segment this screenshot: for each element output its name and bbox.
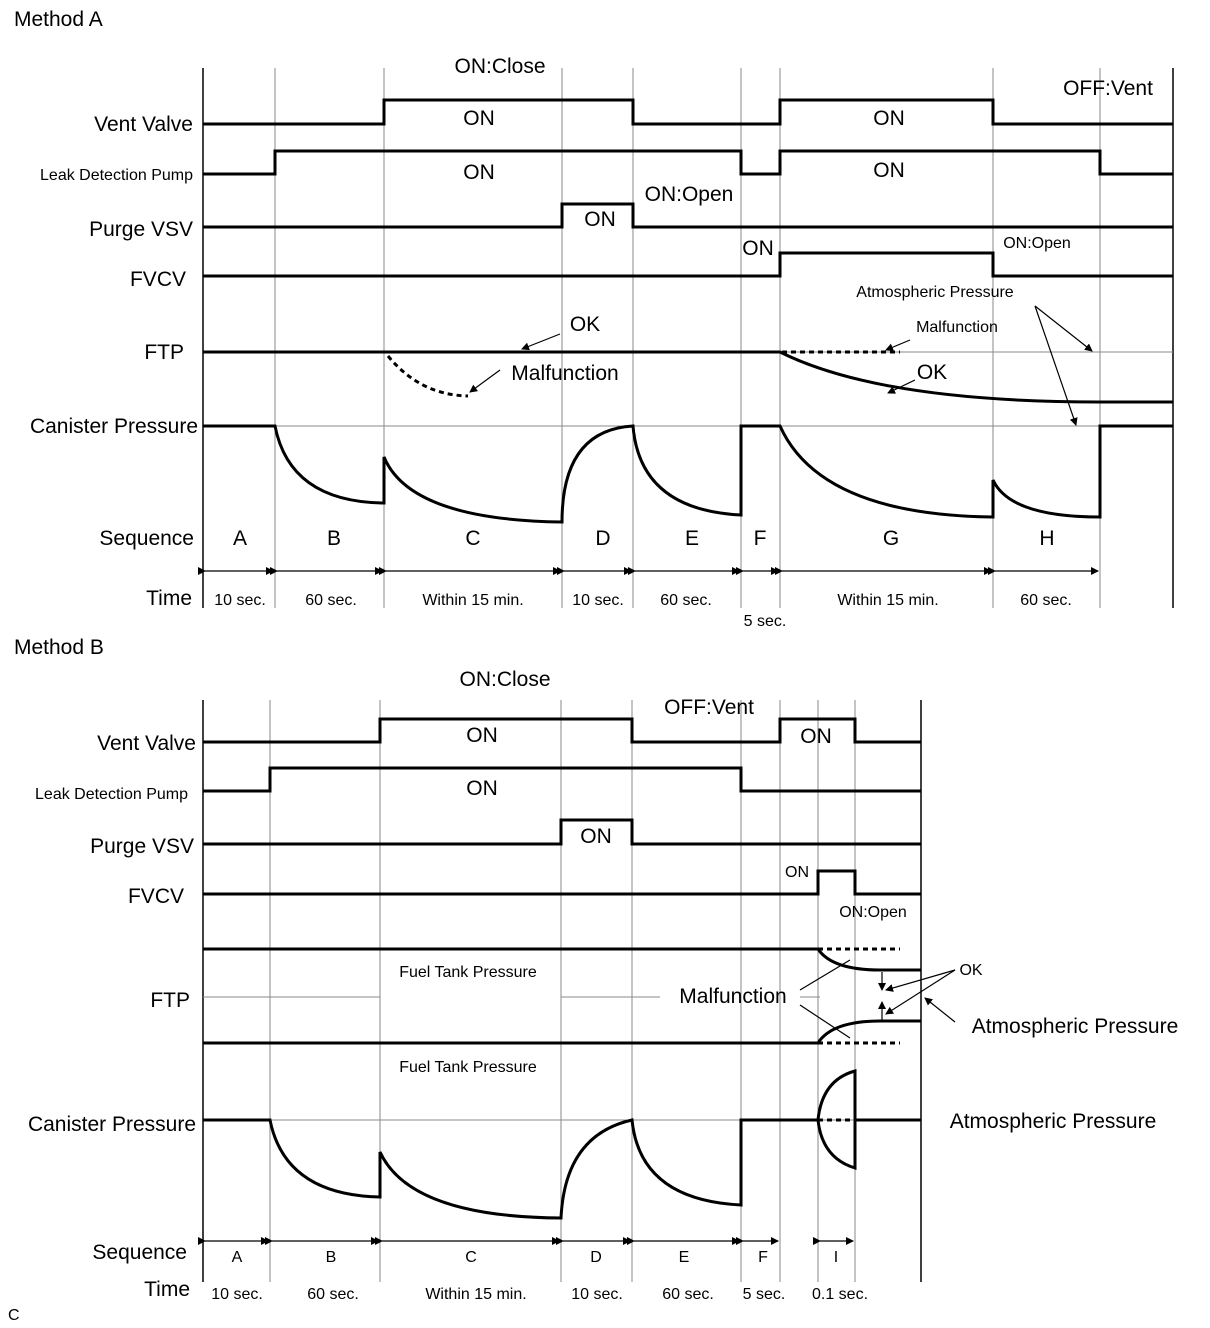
method-b-atmospheric-pressure-ftp-label: Atmospheric Pressure	[972, 1015, 1179, 1038]
method-a-malfunction-label-c: Malfunction	[511, 362, 618, 385]
method-b-label-vent-valve: Vent Valve	[97, 732, 196, 755]
method-b-fuel-tank-pressure-upper: Fuel Tank Pressure	[399, 964, 537, 981]
method-a-seq-b: B	[327, 527, 341, 550]
method-a-purge-vsv-signal	[203, 202, 1173, 229]
method-b-time-b: 60 sec.	[307, 1286, 359, 1303]
method-a-seq-a: A	[233, 527, 247, 550]
method-a-ok-label-c: OK	[570, 313, 600, 336]
method-b-ftp-lower-trace	[203, 1019, 921, 1045]
method-b-on-close-label: ON:Close	[459, 668, 550, 691]
method-b-fuel-tank-pressure-lower: Fuel Tank Pressure	[399, 1059, 537, 1076]
method-b-vent-valve-signal	[203, 717, 921, 744]
method-b-fvcv-on-open-label: ON:Open	[839, 904, 907, 921]
method-a-time-b: 60 sec.	[305, 592, 357, 609]
method-b-seq-f: F	[758, 1249, 768, 1266]
method-a-time-h: 60 sec.	[1020, 592, 1072, 609]
method-b-pump-on: ON	[466, 777, 498, 800]
method-b-seq-i: I	[834, 1249, 838, 1266]
method-a-malfunction-label-g: Malfunction	[916, 319, 998, 336]
method-b-seq-c: C	[465, 1249, 477, 1266]
method-b-label-ftp: FTP	[150, 989, 190, 1012]
method-a-seq-e: E	[685, 527, 699, 550]
method-b-off-vent-label: OFF:Vent	[664, 696, 754, 719]
method-b-purge-vsv-on: ON	[580, 825, 612, 848]
method-b-time-f: 5 sec.	[743, 1286, 786, 1303]
method-b-fvcv-on: ON	[785, 864, 809, 881]
method-a-label-ftp: FTP	[144, 341, 184, 364]
method-b-time-c: Within 15 min.	[425, 1286, 526, 1303]
method-b-time-d: 10 sec.	[571, 1286, 623, 1303]
method-a-atmospheric-pressure-label: Atmospheric Pressure	[856, 284, 1013, 301]
method-b-seq-a: A	[232, 1249, 243, 1266]
method-b-label-time: Time	[144, 1278, 190, 1301]
method-a-time-a: 10 sec.	[214, 592, 266, 609]
method-a-vent-valve-on-2: ON	[873, 107, 905, 130]
method-a-fvcv-signal	[203, 251, 1173, 278]
method-a-label-fvcv: FVCV	[130, 268, 186, 291]
method-b-title: Method B	[14, 636, 104, 659]
method-a-time-f: 5 sec.	[744, 613, 787, 630]
method-a-vent-valve-on-1: ON	[463, 107, 495, 130]
method-a-label-time: Time	[146, 587, 192, 610]
method-b-time-e: 60 sec.	[662, 1286, 714, 1303]
method-a-label-vent-valve: Vent Valve	[94, 113, 193, 136]
method-a-label-leak-detection-pump: Leak Detection Pump	[40, 167, 193, 184]
method-a-ok-label-g: OK	[917, 361, 947, 384]
method-a-seq-c: C	[465, 527, 480, 550]
method-a-label-sequence: Sequence	[99, 527, 194, 550]
method-b-label-sequence: Sequence	[92, 1241, 187, 1264]
method-b-annotation-arrows	[799, 959, 956, 1039]
method-b-diagram: Method B Vent Valve Leak Detection Pump …	[14, 636, 1178, 1303]
method-b-purge-vsv-signal	[203, 818, 921, 846]
method-b-canister-pressure-signal	[203, 1118, 921, 1220]
method-a-purge-on-open-label: ON:Open	[645, 183, 734, 206]
method-b-atmospheric-pressure-canister-label: Atmospheric Pressure	[950, 1110, 1157, 1133]
method-a-leak-detection-pump-signal	[203, 149, 1173, 176]
method-b-ftp-upper-trace	[203, 947, 921, 972]
method-a-vent-valve-signal	[203, 98, 1173, 126]
method-a-canister-pressure-signal	[203, 424, 1173, 524]
method-b-seq-e: E	[679, 1249, 690, 1266]
method-a-time-d: 10 sec.	[572, 592, 624, 609]
method-a-fvcv-on: ON	[742, 237, 774, 260]
method-a-label-canister-pressure: Canister Pressure	[30, 415, 198, 438]
method-a-ftp-signal	[203, 350, 1173, 404]
method-a-time-e: 60 sec.	[660, 592, 712, 609]
method-a-title: Method A	[14, 8, 103, 31]
method-a-label-purge-vsv: Purge VSV	[89, 218, 193, 241]
method-b-time-a: 10 sec.	[211, 1286, 263, 1303]
method-a-seq-h: H	[1039, 527, 1054, 550]
method-b-label-purge-vsv: Purge VSV	[90, 835, 194, 858]
figure-code: C	[8, 1307, 20, 1324]
method-a-pump-on-1: ON	[463, 161, 495, 184]
method-b-label-leak-detection-pump: Leak Detection Pump	[35, 786, 188, 803]
method-b-time-i: 0.1 sec.	[812, 1286, 868, 1303]
method-b-fvcv-signal	[203, 869, 921, 896]
method-a-purge-vsv-on: ON	[584, 208, 616, 231]
method-b-vent-valve-on-2: ON	[800, 725, 832, 748]
method-b-leak-detection-pump-signal	[203, 766, 921, 793]
method-a-seq-d: D	[595, 527, 610, 550]
method-a-seq-f: F	[754, 527, 767, 550]
method-a-annotation-arrows	[469, 305, 1093, 426]
method-a-on-close-label: ON:Close	[454, 55, 545, 78]
method-b-label-canister-pressure: Canister Pressure	[28, 1113, 196, 1136]
method-a-diagram: Method A Vent Valve Leak Detection Pump …	[14, 8, 1174, 630]
method-a-ftp-malfunction-dip	[386, 355, 469, 398]
method-b-seq-b: B	[326, 1249, 337, 1266]
method-a-off-vent-label: OFF:Vent	[1063, 77, 1153, 100]
method-a-fvcv-on-open-label: ON:Open	[1003, 235, 1071, 252]
method-a-time-c: Within 15 min.	[422, 592, 523, 609]
method-a-time-g: Within 15 min.	[837, 592, 938, 609]
method-a-seq-g: G	[883, 527, 899, 550]
method-b-malfunction-label: Malfunction	[679, 985, 786, 1008]
method-a-pump-on-2: ON	[873, 159, 905, 182]
method-b-vent-valve-on-1: ON	[466, 724, 498, 747]
method-b-seq-d: D	[590, 1249, 602, 1266]
method-b-label-fvcv: FVCV	[128, 885, 184, 908]
method-b-ok-label: OK	[959, 962, 982, 979]
